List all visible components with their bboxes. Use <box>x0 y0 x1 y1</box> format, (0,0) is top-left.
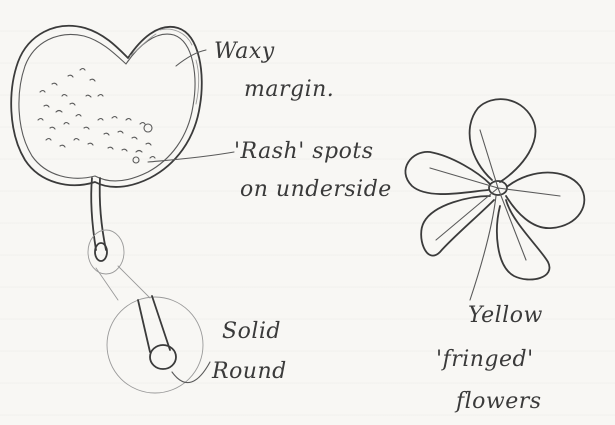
stem-cut-end <box>95 243 107 261</box>
leaf-stem <box>91 178 106 250</box>
flower-petal-lower-left <box>421 196 494 256</box>
label-margin: margin. <box>244 77 334 102</box>
label-round: Round <box>211 359 287 384</box>
leaf-outline <box>11 26 202 187</box>
leaf-drawing <box>11 26 202 274</box>
inset-guide-left <box>96 268 118 300</box>
stem-highlight-circle <box>88 230 124 274</box>
inset-stem-section <box>150 345 176 369</box>
flower-drawing <box>405 99 584 300</box>
flower-petal-right <box>506 173 584 229</box>
label-waxy: Waxy <box>214 39 275 64</box>
label-solid: Solid <box>222 319 281 344</box>
rash-spots <box>38 69 155 164</box>
label-rash-spots: 'Rash' spots <box>234 139 373 164</box>
stem-inset <box>96 266 210 393</box>
waxy-pointer <box>176 50 206 66</box>
flower-petal-top <box>470 99 536 182</box>
inset-stem-left <box>138 300 150 352</box>
inset-pointer <box>172 362 210 383</box>
label-flowers: flowers <box>454 389 542 414</box>
rash-pointer <box>148 152 234 162</box>
inset-circle <box>107 297 203 393</box>
flower-petal-lower-right <box>497 200 550 280</box>
inset-stem-right <box>152 296 170 350</box>
inset-guide-right <box>118 266 150 298</box>
label-on-underside: on underside <box>240 177 392 202</box>
leaf-inner-margin <box>19 34 195 181</box>
label-yellow: Yellow <box>468 303 543 328</box>
leaf-margin-texture <box>130 29 199 104</box>
label-fringed: 'fringed' <box>436 347 534 372</box>
